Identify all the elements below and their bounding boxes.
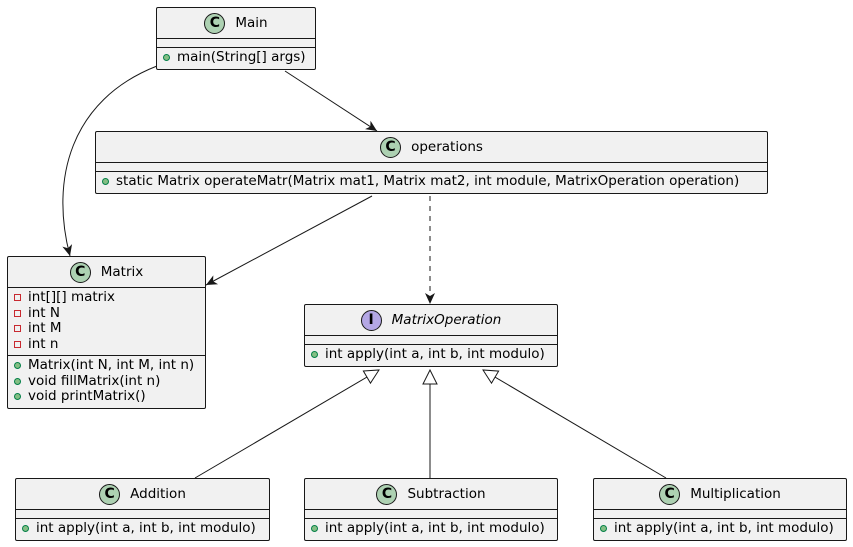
class-name: operations xyxy=(411,139,483,155)
public-icon xyxy=(22,525,29,533)
method: int apply(int a, int b, int modulo) xyxy=(325,346,545,362)
interface-matrixoperation[interactable]: I MatrixOperation int apply(int a, int b… xyxy=(304,304,558,367)
method: int apply(int a, int b, int modulo) xyxy=(36,520,256,536)
class-subtraction[interactable]: C Subtraction int apply(int a, int b, in… xyxy=(304,478,558,541)
private-icon xyxy=(14,340,21,348)
class-name: Addition xyxy=(130,486,186,502)
class-c-icon: C xyxy=(659,483,681,505)
public-icon xyxy=(14,377,21,385)
method: main(String[] args) xyxy=(177,49,306,65)
class-name: Subtraction xyxy=(407,486,486,502)
edge-multiplication-to-matrixoperation xyxy=(483,370,667,479)
methods-section: int apply(int a, int b, int modulo) xyxy=(594,518,846,540)
field: int[][] matrix xyxy=(28,289,115,305)
methods-section: main(String[] args) xyxy=(157,47,315,69)
field: int M xyxy=(28,320,62,336)
public-icon xyxy=(311,525,318,533)
interface-i-icon: I xyxy=(360,309,382,331)
class-main[interactable]: C Main main(String[] args) xyxy=(156,7,316,70)
public-icon xyxy=(163,54,170,62)
private-icon xyxy=(14,325,21,333)
class-c-icon: C xyxy=(380,136,402,158)
class-header: I MatrixOperation xyxy=(305,305,557,335)
class-header: C Multiplication xyxy=(594,479,846,509)
class-multiplication[interactable]: C Multiplication int apply(int a, int b,… xyxy=(593,478,847,541)
class-c-icon: C xyxy=(99,483,121,505)
class-header: C Subtraction xyxy=(305,479,557,509)
methods-section: int apply(int a, int b, int modulo) xyxy=(16,518,269,540)
class-header: C Addition xyxy=(16,479,269,509)
class-addition[interactable]: C Addition int apply(int a, int b, int m… xyxy=(15,478,270,541)
method: void fillMatrix(int n) xyxy=(28,372,161,389)
class-name: Multiplication xyxy=(690,486,781,502)
fields-section xyxy=(16,509,269,518)
class-c-icon: C xyxy=(69,261,91,283)
edge-main-to-operations xyxy=(284,70,378,132)
class-matrix[interactable]: C Matrix int[][] matrix int N int M int … xyxy=(7,256,206,409)
method: Matrix(int N, int M, int n) xyxy=(28,357,195,373)
class-operations[interactable]: C operations static Matrix operateMatr(M… xyxy=(95,131,768,194)
fields-section xyxy=(305,509,557,518)
class-header: C Matrix xyxy=(8,257,205,287)
private-icon xyxy=(14,294,21,302)
fields-section xyxy=(305,335,557,344)
methods-section: Matrix(int N, int M, int n) void fillMat… xyxy=(8,355,205,408)
class-c-icon: C xyxy=(376,483,398,505)
class-c-icon: C xyxy=(204,12,226,34)
public-icon xyxy=(600,525,607,533)
public-icon xyxy=(311,351,318,359)
field: int N xyxy=(28,304,60,321)
class-name: Main xyxy=(235,15,268,31)
field: int n xyxy=(28,335,59,352)
class-name: Matrix xyxy=(100,264,144,280)
method: void printMatrix() xyxy=(28,388,146,404)
public-icon xyxy=(14,362,21,370)
methods-section: int apply(int a, int b, int modulo) xyxy=(305,518,557,540)
edge-addition-to-matrixoperation xyxy=(194,370,379,479)
class-header: C Main xyxy=(157,8,315,38)
methods-section: int apply(int a, int b, int modulo) xyxy=(305,344,557,366)
method: static Matrix operateMatr(Matrix mat1, M… xyxy=(116,173,740,189)
method: int apply(int a, int b, int modulo) xyxy=(325,520,545,536)
fields-section xyxy=(96,162,767,171)
public-icon xyxy=(102,178,109,186)
methods-section: static Matrix operateMatr(Matrix mat1, M… xyxy=(96,171,767,193)
method: int apply(int a, int b, int modulo) xyxy=(614,520,834,536)
public-icon xyxy=(14,393,21,401)
edge-main-to-matrix xyxy=(62,65,158,257)
interface-name: MatrixOperation xyxy=(391,312,502,328)
fields-section xyxy=(157,38,315,47)
class-header: C operations xyxy=(96,132,767,162)
fields-section xyxy=(594,509,846,518)
private-icon xyxy=(14,309,21,317)
edge-operations-to-matrix xyxy=(205,195,373,286)
fields-section: int[][] matrix int N int M int n xyxy=(8,287,205,355)
